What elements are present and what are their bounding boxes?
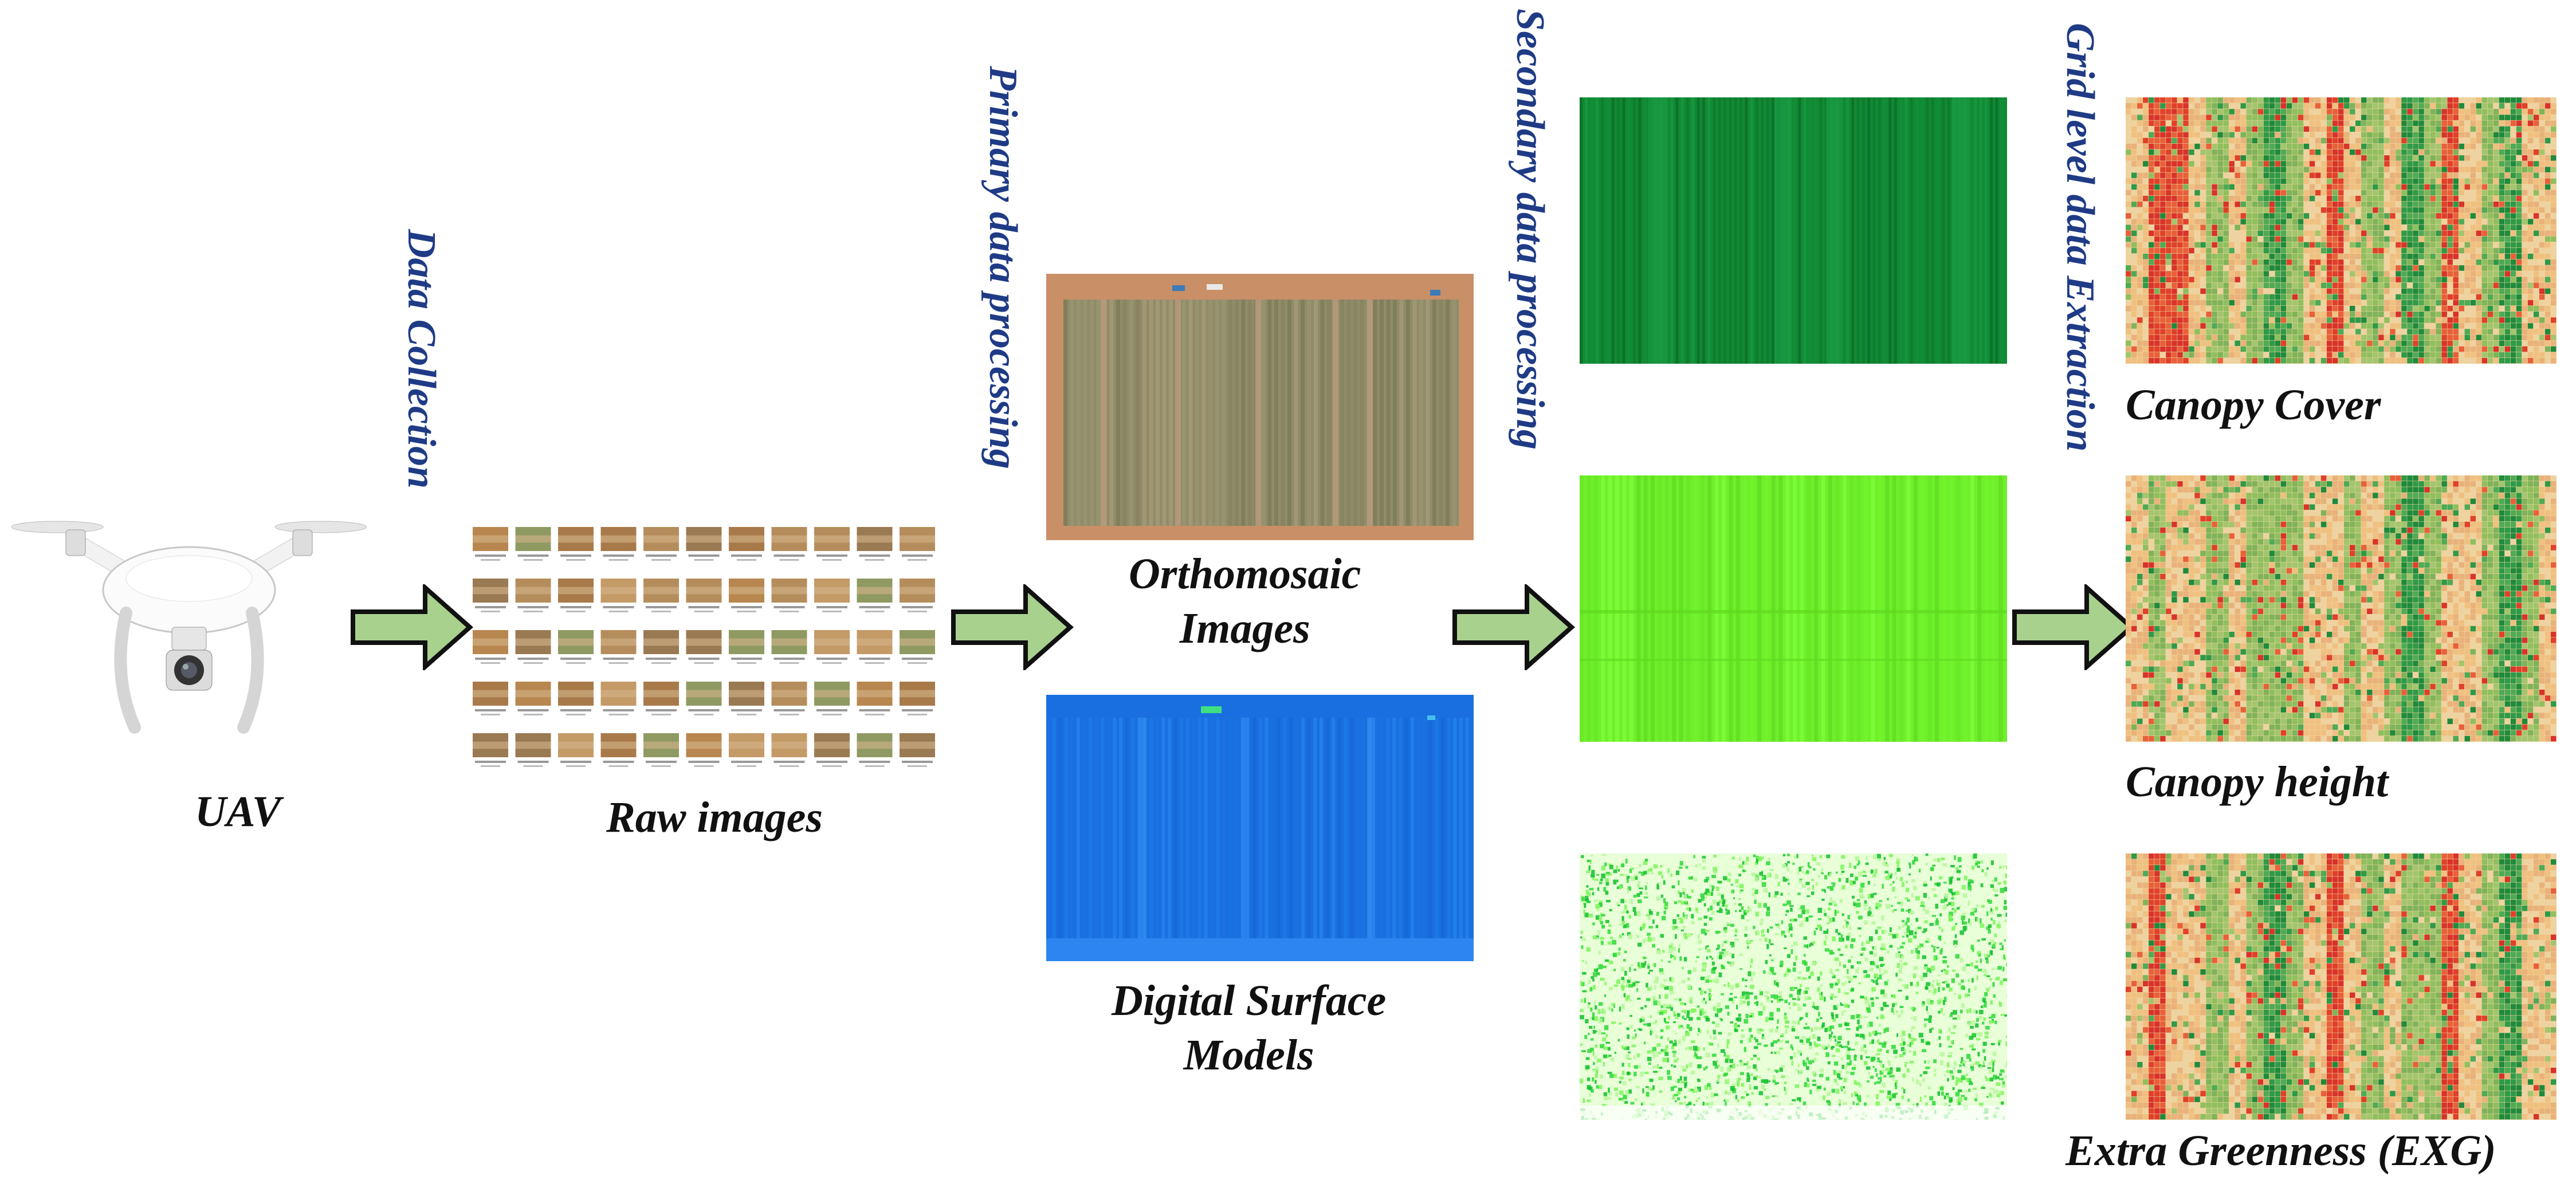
veg-index-panel-bright [1580,475,2007,742]
exg-grid [2126,853,2557,1120]
orthomosaic-image [1046,274,1474,540]
canopy-cover-grid [2126,97,2557,364]
orthomosaic-label-line2: Images [1179,604,1310,652]
uav-drone-icon [11,504,367,756]
process-label-primary: Primary data processing [981,66,1025,469]
process-label-secondary: Secondary data processing [1508,9,1552,450]
arrow-data-collection [351,584,474,670]
veg-index-panel-dark [1580,97,2007,364]
exg-label: Extra Greenness (EXG) [2065,1127,2496,1175]
dsm-label-line1: Digital Surface [1112,977,1387,1025]
canopy-height-label: Canopy height [2126,758,2389,806]
orthomosaic-label: Orthomosaic Images [1129,547,1361,656]
arrow-grid-extraction [2012,584,2135,670]
raw-images-grid [473,527,943,779]
canopy-cover-label: Canopy Cover [2126,381,2381,429]
orthomosaic-label-line1: Orthomosaic [1129,550,1361,598]
dsm-label: Digital Surface Models [1112,974,1386,1083]
process-label-grid: Grid level data Extraction [2058,23,2102,452]
veg-index-panel-speckled [1580,853,2007,1120]
dsm-label-line2: Models [1183,1031,1314,1079]
process-label-data-collection: Data Collection [399,229,443,489]
arrow-primary-processing [951,584,1074,670]
canopy-height-grid [2126,475,2557,742]
arrow-secondary-processing [1452,584,1576,670]
raw-images-label: Raw images [606,793,823,841]
dsm-image [1046,695,1474,961]
uav-label: UAV [195,788,281,836]
